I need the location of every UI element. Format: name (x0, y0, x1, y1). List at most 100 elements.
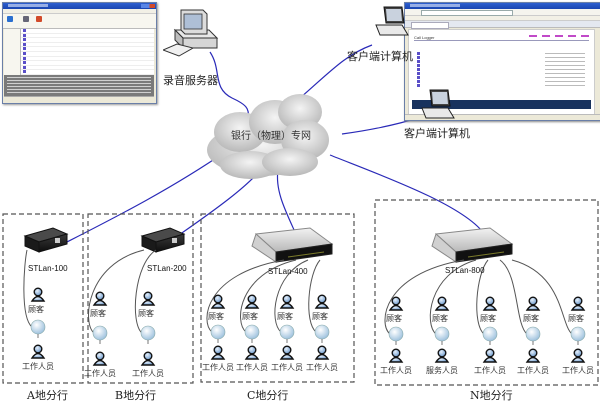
router-icon (251, 227, 334, 263)
browser-table-row (417, 84, 587, 88)
device-label: STLan-100 (28, 264, 68, 273)
app-grid-row (21, 47, 154, 52)
staff-label: 工作人员 (202, 363, 234, 372)
customer-person-icon (314, 294, 330, 309)
desktop-computer-icon (163, 9, 219, 57)
microphone-icon (434, 326, 450, 345)
call-logger-browser-window: Call Logger (404, 2, 600, 121)
branch-a-box (2, 213, 84, 384)
customer-label: 顾客 (277, 312, 293, 321)
microphone-icon (244, 324, 260, 343)
link-client1-cloud (299, 44, 373, 99)
staff-label: 工作人员 (306, 363, 338, 372)
link-c-cloud (276, 169, 296, 233)
app-grid-row (21, 56, 154, 62)
audio-cable (308, 259, 321, 333)
customer-person-icon (279, 294, 295, 309)
audio-cable (429, 259, 477, 335)
staff-label: 工作人员 (84, 369, 116, 378)
link-server-cloud (209, 51, 250, 119)
app-grid-row (21, 42, 154, 48)
staff-person-icon (210, 345, 226, 360)
app-grid-row (21, 51, 154, 57)
customer-label: 顾客 (568, 314, 584, 323)
browser-table-row (417, 60, 587, 64)
browser-table-row (417, 64, 587, 68)
microphone-icon (140, 325, 156, 344)
microphone-icon (570, 326, 586, 345)
customer-label: 顾客 (208, 312, 224, 321)
staff-label: 工作人员 (562, 366, 594, 375)
audio-cable (384, 259, 465, 335)
browser-page-title: Call Logger (414, 35, 435, 40)
staff-label: 工作人员 (236, 363, 268, 372)
customer-person-icon (30, 287, 46, 302)
app-grid-row (21, 29, 154, 34)
app-grid-row (21, 33, 154, 39)
microphone-icon (314, 324, 330, 343)
customer-label: 顾客 (480, 314, 496, 323)
browser-table-row (417, 68, 587, 72)
customer-label: 顾客 (386, 314, 402, 323)
microphone-icon (30, 319, 46, 338)
converter-box-icon (23, 227, 69, 253)
microphone-icon (388, 326, 404, 345)
audio-cable (511, 259, 573, 335)
audio-cable (88, 249, 145, 334)
staff-person-icon (314, 345, 330, 360)
app-grid-row (21, 65, 154, 71)
branch-n-label: N地分行 (470, 389, 513, 402)
microphone-icon (525, 326, 541, 345)
customer-person-icon (244, 294, 260, 309)
branch-a-label: A地分行 (27, 389, 68, 402)
audio-cable (23, 249, 33, 328)
staff-person-icon (140, 351, 156, 366)
branch-b-label: B地分行 (115, 389, 157, 402)
branch-b-box (87, 213, 194, 384)
customer-label: 顾客 (242, 312, 258, 321)
browser-table-row (417, 52, 587, 56)
branch-n-box (374, 199, 599, 386)
customer-person-icon (570, 296, 586, 311)
app-grid-row (21, 70, 154, 75)
staff-label: 工作人员 (474, 366, 506, 375)
device-label: STLan-200 (147, 264, 187, 273)
staff-person-icon (30, 344, 46, 359)
customer-label: 顾客 (138, 309, 154, 318)
audio-cable (274, 259, 309, 333)
staff-label: 工作人员 (22, 362, 54, 371)
app-grid-row (21, 38, 154, 43)
network-label: 银行（物理）专网 (231, 131, 311, 142)
customer-label: 顾客 (28, 305, 44, 314)
client-computer-label: 客户端计算机 (347, 50, 413, 63)
customer-person-icon (388, 296, 404, 311)
converter-box-icon (140, 227, 186, 253)
device-label: STLan-800 (445, 266, 485, 275)
staff-label: 服务人员 (426, 366, 458, 375)
customer-person-icon (210, 294, 226, 309)
staff-label: 工作人员 (271, 363, 303, 372)
link-n-cloud (329, 154, 486, 236)
audio-cable (240, 259, 297, 333)
customer-person-icon (92, 291, 108, 306)
microphone-icon (482, 326, 498, 345)
router-icon (431, 227, 514, 263)
browser-table-row (417, 72, 587, 76)
browser-table-row (417, 76, 587, 80)
microphone-icon (279, 324, 295, 343)
link-a-cloud (62, 149, 229, 245)
cloud-icon (207, 94, 329, 179)
laptop-icon (375, 6, 409, 36)
audio-cable (134, 249, 157, 334)
browser-table-row (417, 80, 587, 84)
customer-label: 顾客 (523, 314, 539, 323)
customer-person-icon (482, 296, 498, 311)
app-grid-row (21, 61, 154, 66)
staff-person-icon (482, 348, 498, 363)
browser-table-row (417, 56, 587, 60)
recording-software-window (2, 2, 157, 104)
staff-person-icon (279, 345, 295, 360)
recording-server-label: 录音服务器 (163, 74, 218, 87)
